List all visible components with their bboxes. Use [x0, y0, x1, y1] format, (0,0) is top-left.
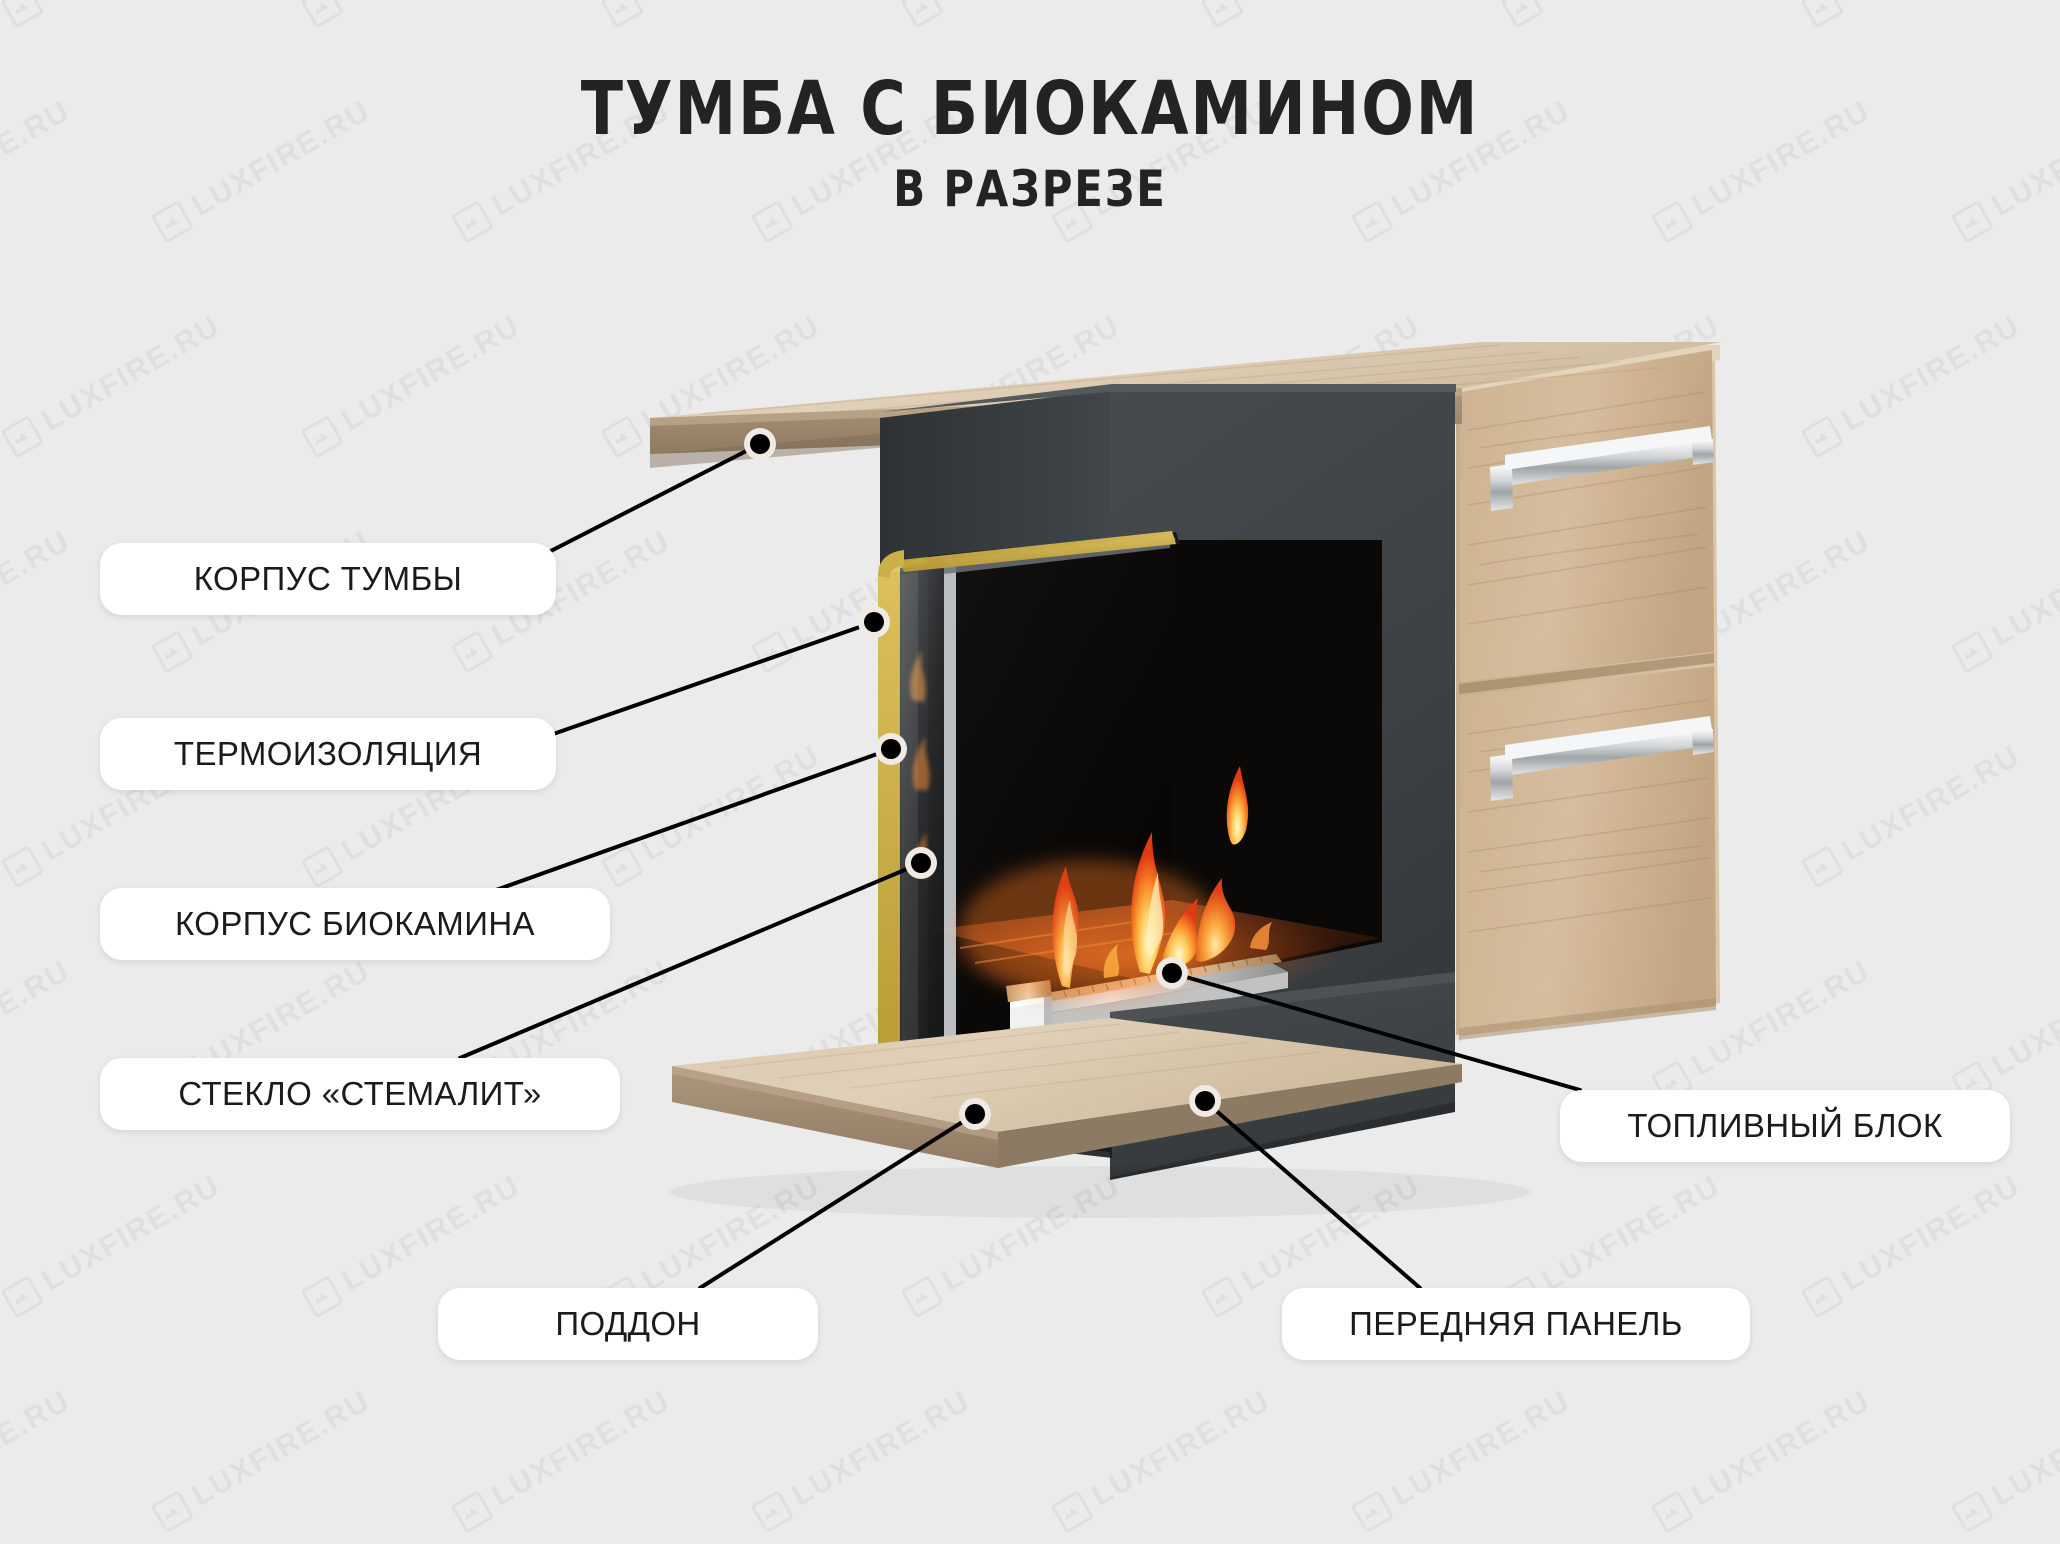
callout-label-text: КОРПУС БИОКАМИНА: [175, 905, 535, 942]
flame-right: [1196, 878, 1236, 962]
page-title: ТУМБА С БИОКАМИНОМ: [580, 66, 1480, 152]
callout-cabinet-body[interactable]: КОРПУС ТУМБЫ: [100, 543, 556, 615]
callout-label-text: ПЕРЕДНЯЯ ПАНЕЛЬ: [1349, 1305, 1683, 1342]
stemalit-glass-panel: [878, 558, 956, 1062]
callout-fuel-block[interactable]: ТОПЛИВНЫЙ БЛОК: [1560, 1090, 2010, 1162]
callout-label-text: ТОПЛИВНЫЙ БЛОК: [1627, 1107, 1943, 1144]
page-subtitle: В РАЗРЕЗЕ: [893, 160, 1167, 218]
flame-middle-curl: [1160, 898, 1198, 970]
flames-group: [960, 766, 1272, 1000]
title-block: ТУМБА С БИОКАМИНОМ В РАЗРЕЗЕ: [0, 72, 2060, 214]
drawer-handle-lower: [1490, 716, 1714, 801]
callout-label-text: СТЕКЛО «СТЕМАЛИТ»: [178, 1075, 542, 1112]
cabinet-right-drawer-unit: [1456, 345, 1720, 1040]
callout-label-text: ПОДДОН: [555, 1305, 701, 1342]
flame-tip-detached: [1226, 766, 1249, 845]
drawer-handle-upper: [1490, 426, 1714, 512]
callout-thermal-insulation[interactable]: ТЕРМОИЗОЛЯЦИЯ: [100, 718, 556, 790]
callout-drip-tray[interactable]: ПОДДОН: [438, 1288, 818, 1360]
callout-front-panel[interactable]: ПЕРЕДНЯЯ ПАНЕЛЬ: [1282, 1288, 1750, 1360]
firebox-body-shell: [878, 531, 1176, 578]
callout-label-text: КОРПУС ТУМБЫ: [193, 560, 463, 597]
callout-stemalit-glass[interactable]: СТЕКЛО «СТЕМАЛИТ»: [100, 1058, 620, 1130]
callout-label-text: ТЕРМОИЗОЛЯЦИЯ: [173, 735, 483, 772]
callout-firebox-body[interactable]: КОРПУС БИОКАМИНА: [100, 888, 610, 960]
